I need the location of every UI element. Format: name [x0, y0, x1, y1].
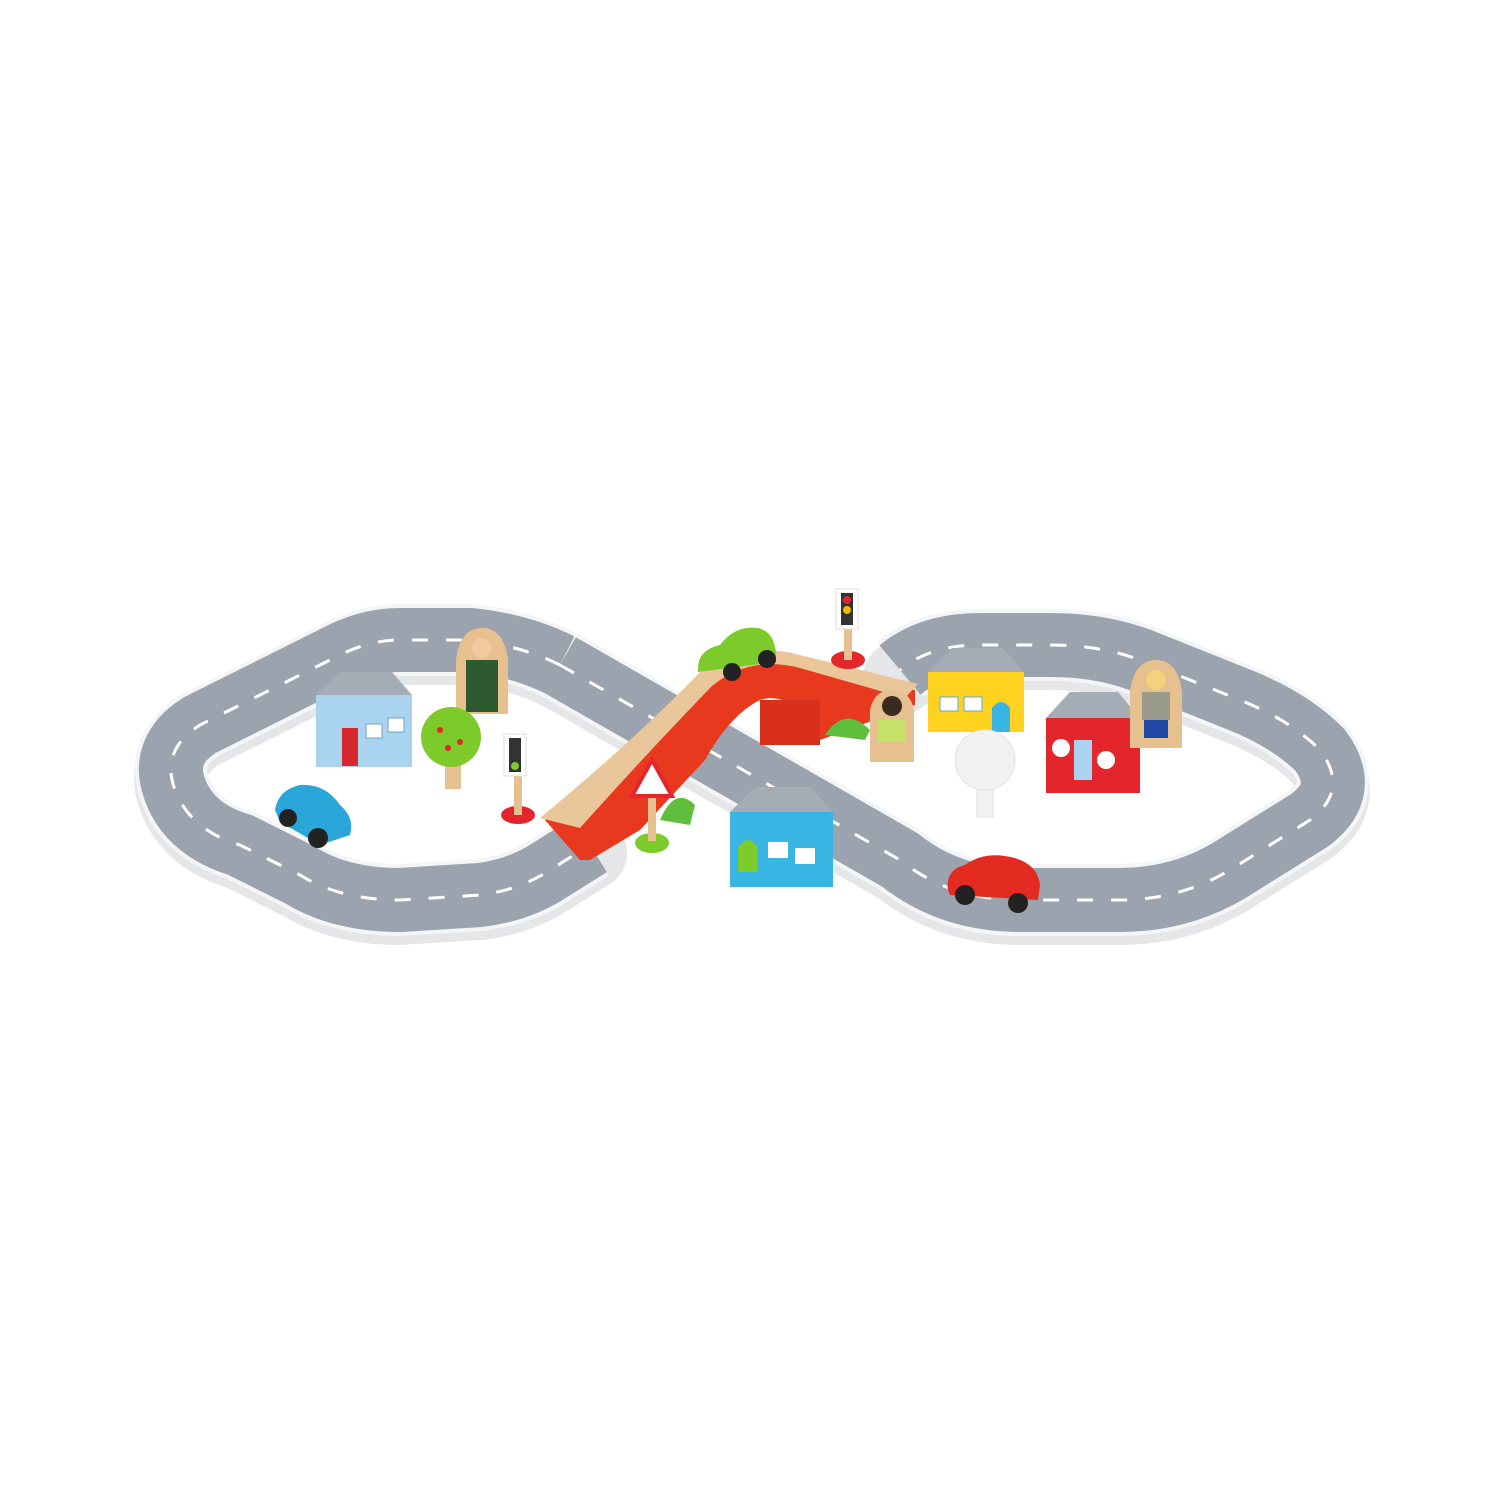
house-light-blue: [316, 672, 412, 767]
house-door: [342, 728, 358, 766]
house-window: [387, 717, 405, 733]
house-window: [365, 723, 383, 739]
traffic-light-right: [831, 588, 865, 669]
house-door: [1074, 740, 1092, 780]
road-narrows-sign: [628, 755, 676, 853]
house-door: [738, 840, 758, 872]
car-green: [698, 627, 776, 681]
house-blue: [730, 787, 833, 887]
traffic-light-left: [501, 733, 535, 824]
house-window: [768, 842, 788, 858]
bridge: [540, 650, 918, 860]
house-window: [1097, 751, 1115, 769]
figure-woman: [1130, 660, 1182, 748]
figure-boy: [870, 690, 914, 762]
bridge-grass: [825, 718, 870, 740]
bridge-grass: [660, 797, 695, 825]
figure-man-suit: [456, 628, 508, 714]
tree-apple: [421, 707, 481, 789]
house-yellow: [928, 648, 1024, 732]
bridge-deck: [540, 650, 918, 828]
house-door: [992, 702, 1010, 732]
car-red: [947, 855, 1040, 913]
car-blue: [275, 784, 352, 848]
house-window: [963, 696, 983, 712]
bridge-side: [545, 656, 915, 860]
tree-white: [954, 729, 1016, 818]
road-centerline-left: [169, 638, 591, 902]
house-window: [795, 848, 815, 864]
house-red: [1046, 692, 1140, 793]
house-window: [939, 696, 959, 712]
house-window: [1052, 739, 1070, 757]
bridge-support: [760, 700, 820, 745]
